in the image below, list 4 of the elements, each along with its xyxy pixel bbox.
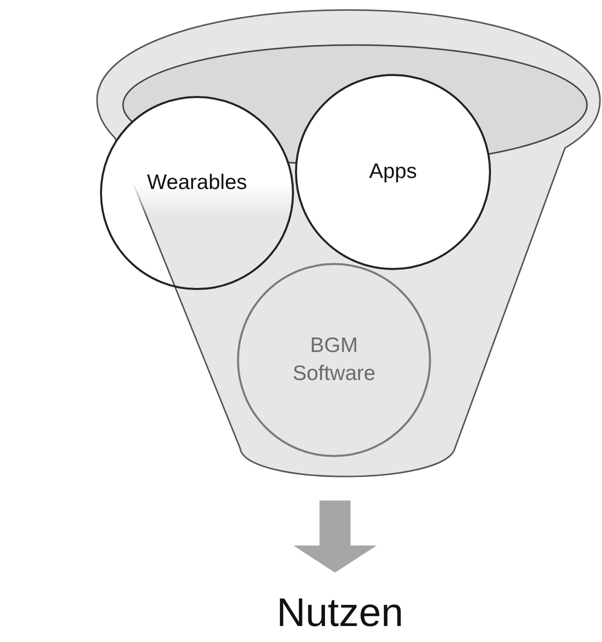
circle-node: BGM Software [237, 263, 431, 457]
circle-node: Wearables [100, 96, 294, 290]
output-label: Nutzen [276, 593, 404, 633]
thick-block-arrow [293, 500, 377, 573]
